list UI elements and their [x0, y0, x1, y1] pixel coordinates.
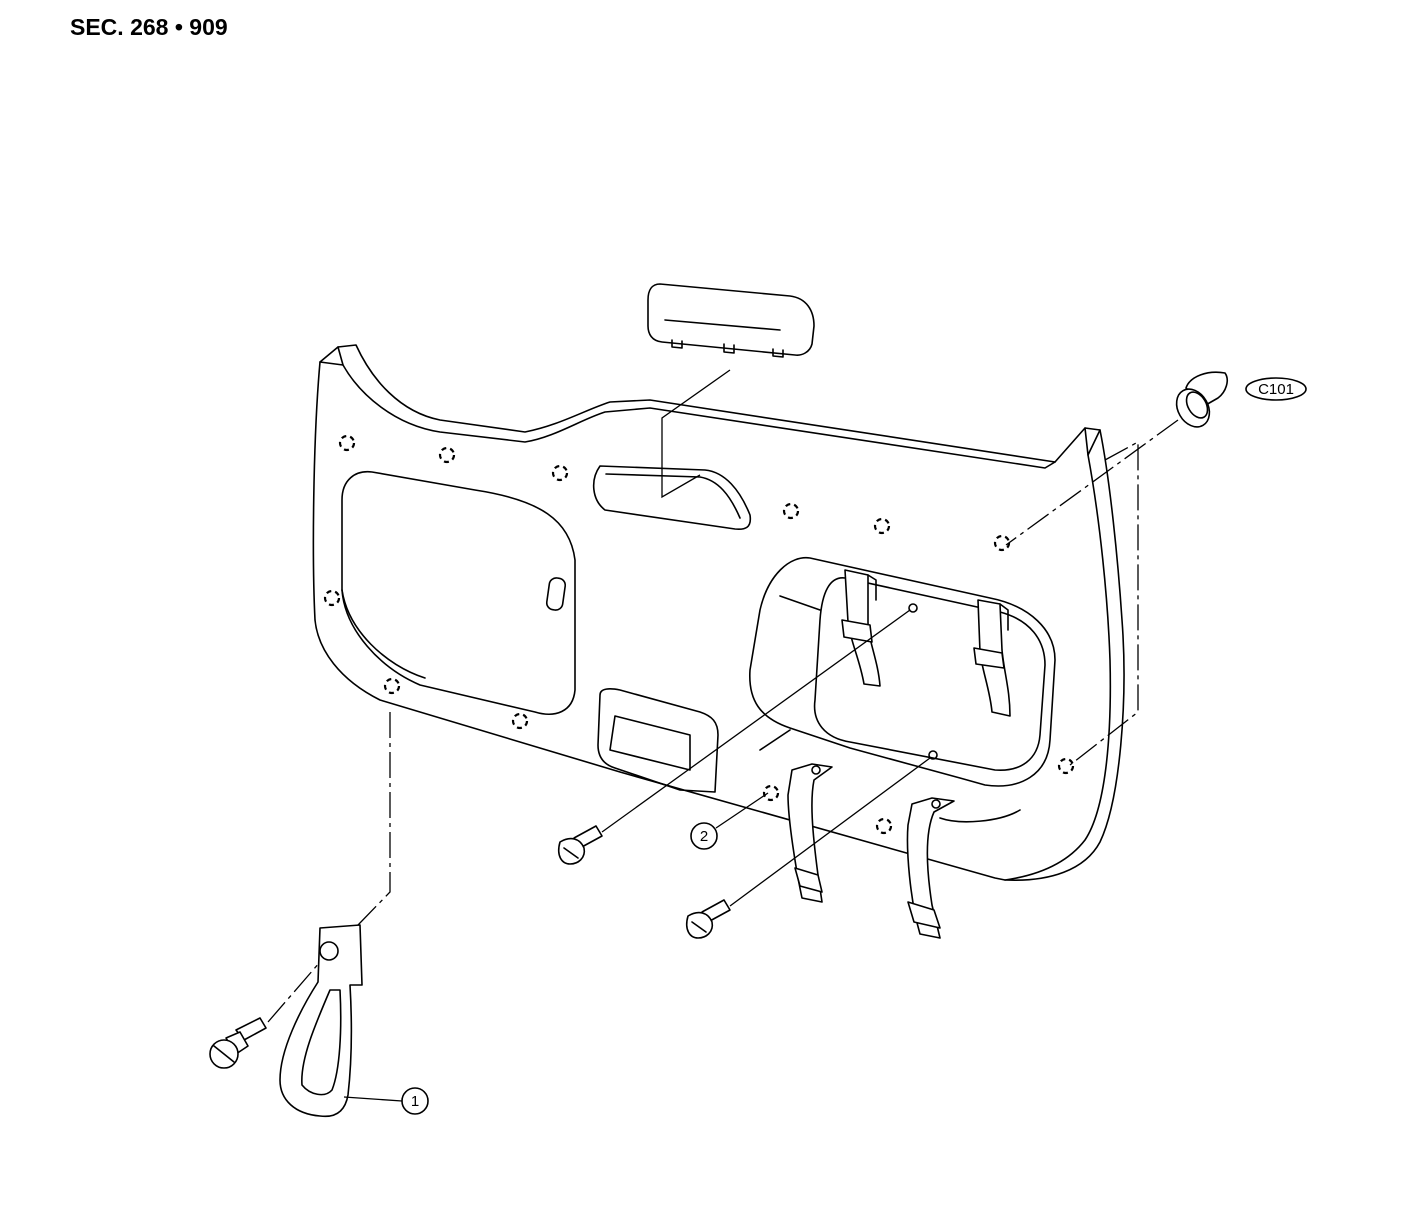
- callout-1: 1: [343, 1087, 429, 1115]
- bolt-upper-icon: [557, 825, 603, 865]
- back-door-trim-panel-icon: [312, 344, 1125, 881]
- clip-locations: [323, 434, 1075, 835]
- callout-2-label: 2: [700, 828, 708, 845]
- section-header: SEC. 268 • 909: [70, 14, 228, 40]
- clip-c101-icon: [1175, 371, 1228, 428]
- tether-strap-lower-right-icon: [906, 797, 955, 939]
- bolt-pull-strap-icon: [209, 1017, 267, 1069]
- callout-1-label: 1: [411, 1093, 419, 1110]
- pull-strap-icon: [279, 924, 363, 1118]
- tether-strap-upper-right-icon: [973, 599, 1011, 717]
- tether-strap-upper-left-icon: [841, 569, 881, 687]
- bolt-lower-icon: [685, 899, 731, 939]
- tether-strap-lower-left-icon: [787, 763, 833, 903]
- high-mount-stop-lamp-cover-icon: [647, 283, 815, 358]
- callout-c101-label: C101: [1258, 381, 1294, 398]
- callout-c101: C101: [1245, 377, 1307, 401]
- callout-2: 2: [690, 792, 769, 850]
